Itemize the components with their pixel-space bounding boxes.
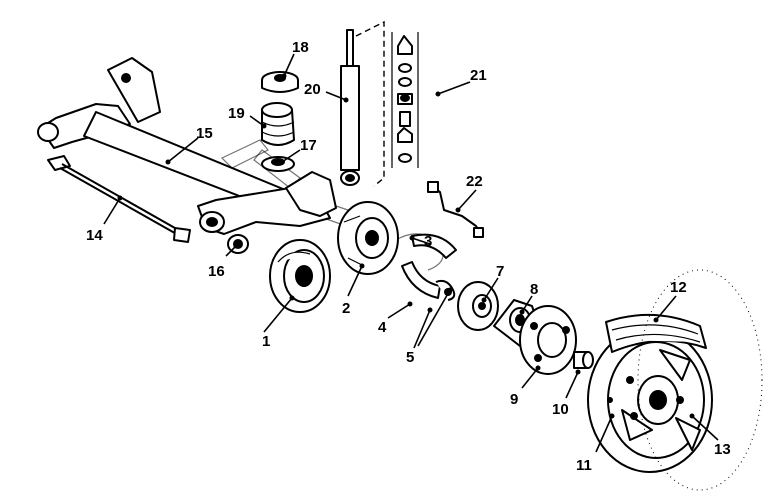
callout-12: 12 <box>670 279 687 296</box>
part-18-upper-mount <box>261 71 299 93</box>
callout-17: 17 <box>300 137 317 154</box>
callout-19: 19 <box>228 105 245 122</box>
callout-8: 8 <box>530 281 538 298</box>
callout-labels: 1 2 3 4 5 7 8 9 10 11 12 13 14 15 16 17 … <box>86 39 731 474</box>
callout-7: 7 <box>496 263 504 280</box>
part-19-bump-stop <box>261 102 295 146</box>
part-20-shock-absorber <box>340 29 360 186</box>
callout-1: 1 <box>262 333 270 350</box>
callout-14: 14 <box>86 227 103 244</box>
callout-13: 13 <box>714 441 731 458</box>
callout-11: 11 <box>576 457 592 474</box>
part-13-wheel-trim-outline <box>637 269 763 491</box>
callout-21: 21 <box>470 67 487 84</box>
shock-assembly-bracket <box>355 20 385 187</box>
part-7-bearing-cap <box>457 281 499 331</box>
callout-4: 4 <box>378 319 387 336</box>
callout-15: 15 <box>196 125 213 142</box>
leader-lines <box>103 53 719 453</box>
part-12-drum-cover <box>605 313 707 353</box>
callout-10: 10 <box>552 401 569 418</box>
part-3-brake-shoe <box>411 233 457 259</box>
part-11-brake-drum <box>587 327 713 473</box>
callout-5: 5 <box>406 349 414 366</box>
part-1-drum-backing <box>269 239 331 313</box>
callout-9: 9 <box>510 391 518 408</box>
callout-16: 16 <box>208 263 225 280</box>
callout-20: 20 <box>304 81 321 98</box>
callout-18: 18 <box>292 39 309 56</box>
part-10-bearing <box>573 351 594 369</box>
callout-3: 3 <box>424 233 432 250</box>
part-2-backing-plate <box>337 201 399 275</box>
callout-2: 2 <box>342 300 350 317</box>
callout-22: 22 <box>466 173 483 190</box>
part-9-hub <box>519 305 577 375</box>
part-21-mount-kit <box>391 32 419 168</box>
part-14-tie-bar <box>47 155 191 243</box>
